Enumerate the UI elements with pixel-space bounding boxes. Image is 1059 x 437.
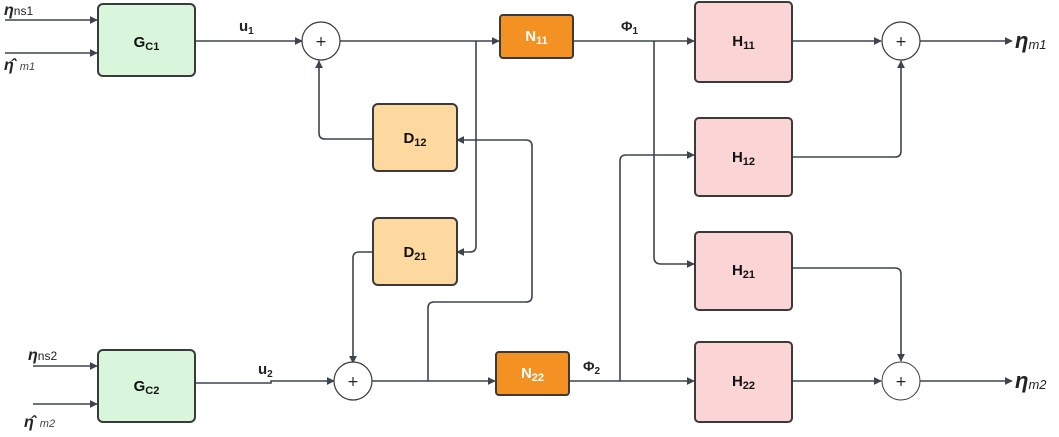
sum1-sign: +	[315, 34, 327, 50]
block-gc1-sub: C1	[145, 41, 159, 53]
svg-text:GC1: GC1	[134, 34, 160, 53]
label-eta-ns1: ηns1	[4, 2, 33, 19]
label-eta-hat-m2: η̂m2	[24, 414, 55, 431]
block-gc1-box	[97, 3, 196, 77]
wire-phi1-h21	[653, 41, 695, 268]
block-h21-box	[694, 231, 793, 311]
block-gc1-label: G	[134, 34, 146, 51]
block-d21-sub: 21	[414, 251, 426, 263]
block-h12-sub: 12	[743, 156, 755, 168]
block-n22-label: N	[521, 365, 532, 382]
label-u2: u2	[258, 361, 273, 380]
sum3-sign: +	[895, 34, 907, 50]
svg-text:N11: N11	[525, 28, 547, 47]
svg-text:D12: D12	[403, 130, 426, 149]
wire-u2	[195, 377, 335, 385]
svg-text:H11: H11	[732, 33, 754, 52]
svg-text:H12: H12	[732, 149, 755, 168]
wires	[5, 16, 1013, 408]
block-gc1: GC1	[97, 3, 196, 77]
wire-h12-sum3	[792, 60, 905, 158]
summer-sum3: +	[881, 21, 921, 61]
block-h12-box	[694, 117, 793, 197]
block-h12-label: H	[732, 149, 743, 166]
block-h11: H11	[694, 1, 793, 83]
block-h21: H21	[694, 231, 793, 311]
wire-phi2-h12	[619, 151, 695, 381]
block-h22-sub: 22	[743, 380, 755, 392]
block-h22-box	[694, 341, 793, 423]
block-h11-sub: 11	[743, 40, 755, 52]
summer-sum2: +	[333, 361, 373, 401]
label-eta-ns2: ηns2	[28, 347, 57, 364]
block-h21-sub: 21	[743, 269, 755, 281]
label-u1: u1	[239, 18, 254, 37]
block-d12-box	[372, 103, 458, 172]
svg-text:D21: D21	[403, 244, 426, 263]
block-h22-label: H	[732, 373, 743, 390]
label-eta-m2: ηm2	[1015, 368, 1047, 393]
block-h22: H22	[694, 341, 793, 423]
sum2-sign: +	[347, 374, 359, 390]
label-eta-hat-m1: η̂m1	[4, 57, 35, 74]
label-phi1: Φ1	[621, 18, 639, 37]
block-n22-sub: 22	[532, 372, 544, 384]
block-d21-box	[372, 217, 458, 286]
summer-sum4: +	[881, 361, 921, 401]
block-n11-box	[499, 14, 574, 59]
block-d12: D12	[372, 103, 458, 172]
block-gc2-label: G	[134, 378, 146, 395]
wire-d21-sum2	[349, 251, 373, 364]
block-d21: D21	[372, 217, 458, 286]
block-n22-box	[495, 351, 570, 396]
block-h11-box	[694, 1, 793, 83]
wire-tap-d21	[456, 41, 477, 256]
block-n11: N11	[499, 14, 574, 59]
svg-text:H22: H22	[732, 373, 755, 392]
block-gc2-sub: C2	[145, 385, 159, 397]
block-d12-sub: 12	[414, 137, 426, 149]
block-n11-label: N	[525, 28, 536, 45]
block-n11-sub: 11	[536, 35, 548, 47]
block-h11-label: H	[732, 33, 743, 50]
block-d21-label: D	[403, 244, 414, 261]
summer-sum1: +	[301, 21, 341, 61]
label-eta-m1: ηm1	[1015, 28, 1047, 53]
block-h21-label: H	[732, 262, 743, 279]
block-h12: H12	[694, 117, 793, 197]
sum4-sign: +	[895, 374, 907, 390]
wire-d12-sum1	[315, 60, 373, 140]
block-gc2: GC2	[97, 349, 196, 423]
block-d12-label: D	[403, 130, 414, 147]
block-gc2-box	[97, 349, 196, 423]
label-phi2: Φ2	[583, 358, 601, 377]
svg-text:GC2: GC2	[134, 378, 160, 397]
svg-text:H21: H21	[732, 262, 755, 281]
wire-h21-sum4	[792, 267, 905, 362]
block-n22: N22	[495, 351, 570, 396]
svg-text:N22: N22	[521, 365, 544, 384]
wire-tap-d12	[427, 136, 533, 381]
